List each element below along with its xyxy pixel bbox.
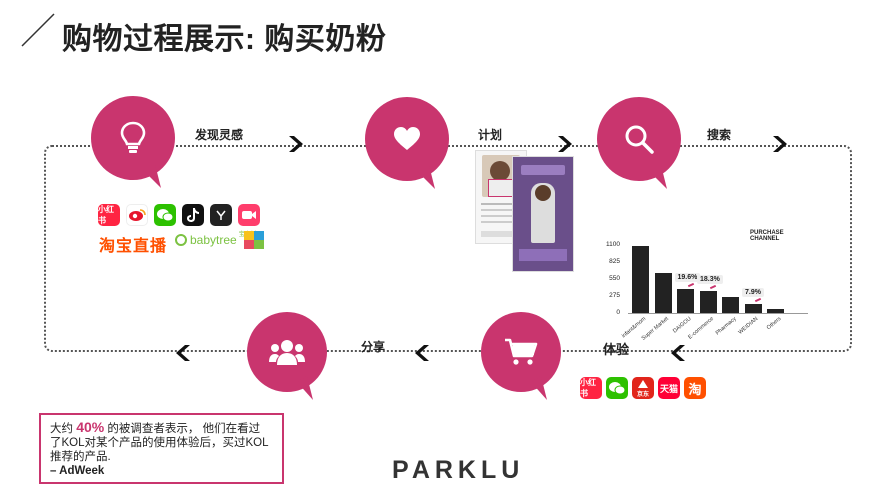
- chevron-right-icon: [558, 136, 572, 152]
- xiaohongshu-app-icon: 小红书: [98, 204, 120, 226]
- weibo-app-icon: [126, 204, 148, 226]
- title-slash-decoration: [21, 13, 55, 47]
- social-app-row: 小红书: [98, 204, 260, 226]
- wechat-app-icon: [606, 377, 628, 399]
- shopping-app-row: 小红书 京东 天猫 淘: [580, 377, 706, 399]
- quote-line-1: 大约 40% 的被调查者表示， 他们在看过: [50, 420, 273, 436]
- step-experience: [479, 312, 563, 404]
- jd-app-label: 京东: [636, 391, 649, 398]
- brand-logo: PARKLU: [392, 456, 525, 484]
- step-plan-label: 计划: [478, 128, 503, 142]
- quote-line-1-rest: 的被调查者表示， 他们在看过: [104, 423, 261, 435]
- step-search: [597, 97, 681, 193]
- bubble-shape: [91, 96, 175, 188]
- wechat-app-icon: [154, 204, 176, 226]
- step-search-label: 搜索: [707, 128, 732, 142]
- x-category-label: Pharmacy: [714, 316, 738, 337]
- video-app-icon: [238, 204, 260, 226]
- tmall-app-icon: 天猫: [658, 377, 680, 399]
- tiktok-app-icon: [182, 204, 204, 226]
- chart-bar: [654, 273, 672, 313]
- x-category-label: Others: [765, 316, 783, 332]
- quote-box: 大约 40% 的被调查者表示， 他们在看过 了KOL对某个产品的使用体验后，买过…: [39, 413, 284, 484]
- step-experience-label: 体验: [603, 342, 630, 357]
- people-icon: [269, 340, 305, 365]
- chart-annotation: 7.9%: [742, 287, 764, 297]
- chart-bar: [744, 303, 762, 313]
- lightbulb-icon: [120, 121, 146, 153]
- babytree-leaf-icon: [175, 234, 187, 246]
- search-icon: [625, 125, 654, 154]
- taobao-app-icon: 淘: [684, 377, 706, 399]
- chart-bar: [677, 288, 694, 313]
- x-axis-line: [628, 313, 808, 314]
- y-tick-label: 0: [616, 309, 620, 316]
- chart-annotation: 19.6%: [674, 272, 701, 282]
- chart-bar: [722, 296, 739, 313]
- chart-bar: [699, 290, 717, 313]
- chart-bar: [767, 309, 784, 313]
- quote-percent: 40%: [76, 419, 105, 435]
- taobao-live-logo: 淘宝直播: [99, 238, 168, 255]
- chart-annotation: 18.3%: [697, 274, 723, 284]
- quote-source: – AdWeek: [50, 465, 105, 477]
- y-tick-label: 1100: [606, 241, 620, 248]
- y-tick-label: 550: [609, 275, 620, 282]
- x-category-label: DAIGOU: [671, 316, 693, 335]
- quote-prefix: 大约: [50, 423, 77, 435]
- quote-line-3: 推荐的产品.: [50, 451, 111, 463]
- jd-app-icon: 京东: [632, 377, 654, 399]
- chart-title: PURCHASE CHANNEL: [750, 230, 784, 242]
- step-share-label: 分享: [361, 340, 386, 354]
- chevron-right-icon: [773, 136, 787, 152]
- quote-line-2: 了KOL对某个产品的使用体验后，买过KOL: [50, 437, 269, 449]
- heart-icon: [394, 127, 420, 150]
- chart-bar: [632, 246, 649, 313]
- page-title: 购物过程展示: 购买奶粉: [62, 23, 387, 56]
- product-ad-photo: [512, 156, 574, 272]
- step-plan: [365, 97, 449, 193]
- chevron-right-icon: [289, 136, 303, 152]
- xiaohongshu-app-icon: 小红书: [580, 377, 602, 399]
- annotation-marker: [754, 297, 762, 302]
- annotation-marker: [709, 284, 717, 289]
- babytree-label: babytree: [190, 233, 237, 247]
- annotation-marker: [687, 282, 694, 287]
- chevron-left-icon: [176, 345, 190, 361]
- chevron-left-icon: [671, 345, 685, 361]
- step-inspiration: [91, 96, 175, 192]
- step-inspiration-label: 发现灵感: [195, 128, 244, 142]
- bubble-shape: [597, 97, 681, 189]
- x-category-label: WEIDIAN: [737, 316, 760, 336]
- colorful-app-icon: [244, 231, 264, 249]
- chevron-left-icon: [415, 345, 429, 361]
- step-share: [245, 312, 329, 404]
- shopping-cart-icon: [505, 338, 538, 365]
- y-tick-label: 825: [609, 258, 620, 265]
- yitiao-app-icon: [210, 204, 232, 226]
- y-tick-label: 275: [609, 292, 620, 299]
